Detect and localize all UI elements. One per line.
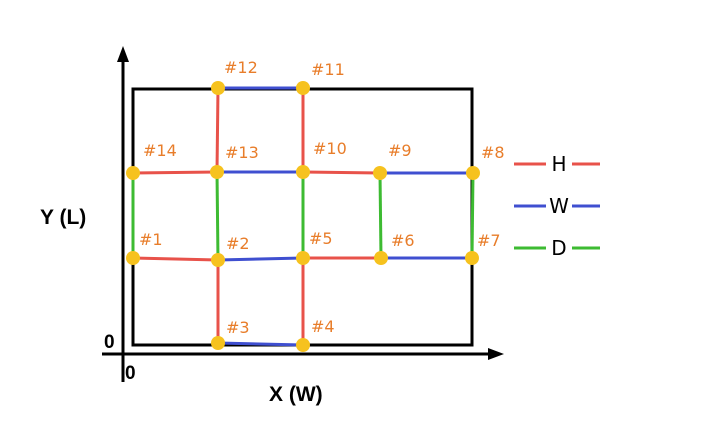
node-label-11: #11	[311, 60, 345, 79]
y-axis-label: Y (L)	[40, 206, 86, 229]
node-3	[211, 336, 225, 350]
node-label-2: #2	[226, 234, 250, 253]
node-label-14: #14	[143, 141, 177, 160]
edge-w-3-4	[217, 341, 304, 347]
legend-label-bg	[546, 237, 572, 259]
node-1	[126, 251, 140, 265]
node-5	[296, 251, 310, 265]
legend-label-bg	[546, 195, 572, 217]
node-label-10: #10	[313, 139, 347, 158]
node-12	[211, 81, 225, 95]
node-label-4: #4	[311, 317, 335, 336]
node-label-12: #12	[224, 58, 258, 77]
x-axis-label: X (W)	[269, 383, 323, 406]
node-10	[296, 165, 310, 179]
node-label-9: #9	[388, 141, 412, 160]
legend-label-bg	[546, 153, 572, 175]
node-2	[211, 253, 225, 267]
y-origin-label: 0	[104, 332, 115, 353]
edge-h-10-9	[302, 170, 381, 175]
edge-d-8-7	[470, 172, 475, 259]
node-label-13: #13	[225, 143, 259, 162]
edge-d-13-2	[215, 171, 220, 261]
y-axis-arrow-icon	[117, 46, 129, 62]
legend-label-w: W	[549, 194, 569, 218]
node-7	[465, 251, 479, 265]
edge-h-14-13	[132, 170, 218, 175]
edge-h-1-2	[132, 256, 219, 262]
edges	[131, 86, 475, 347]
node-6	[374, 251, 388, 265]
edge-w-2-5	[217, 256, 304, 262]
node-label-5: #5	[309, 229, 333, 248]
node-14	[126, 166, 140, 180]
node-label-1: #1	[139, 230, 163, 249]
x-axis-arrow-icon	[488, 348, 504, 360]
node-13	[210, 165, 224, 179]
node-label-8: #8	[481, 143, 505, 162]
node-label-6: #6	[391, 231, 415, 250]
node-11	[296, 81, 310, 95]
edge-h-12-13	[215, 87, 220, 173]
node-label-3: #3	[226, 318, 250, 337]
node-4	[296, 338, 310, 352]
nodes	[126, 81, 480, 352]
legend: HWD	[514, 152, 600, 260]
node-8	[466, 166, 480, 180]
x-origin-label: 0	[125, 363, 136, 384]
edge-d-9-6	[378, 172, 383, 259]
node-labels: #1 #2 #3 #4 #5 #6 #7 #8 #9 #10 #11 #12 #13 #14	[139, 58, 505, 337]
node-9	[373, 166, 387, 180]
axes	[102, 46, 504, 382]
legend-label-d: D	[551, 236, 566, 260]
node-label-7: #7	[477, 231, 501, 250]
legend-label-h: H	[551, 152, 566, 176]
